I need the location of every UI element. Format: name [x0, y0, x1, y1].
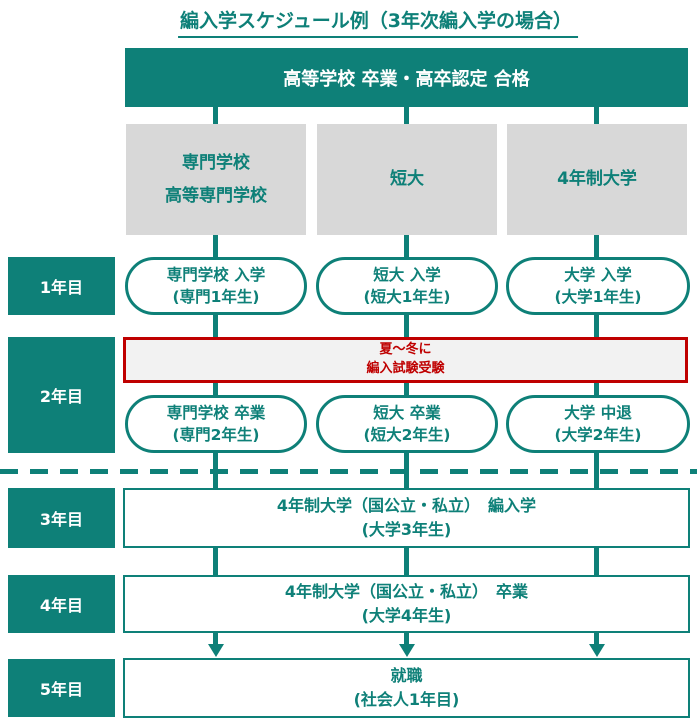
connector-line — [404, 383, 409, 395]
pill-senmon-sotsugyo: 専門学校 卒業 (専門2年生) — [125, 395, 307, 453]
connector-line — [594, 548, 599, 575]
year-label-4: 4年目 — [8, 575, 115, 633]
year4-graduation-box: 4年制大学（国公立・私立） 卒業 (大学4年生) — [123, 575, 690, 633]
track-label: 短大 — [390, 169, 424, 190]
dashed-separator — [0, 469, 697, 474]
top-box-label: 高等学校 卒業・高卒認定 合格 — [283, 68, 530, 90]
connector-line — [213, 633, 218, 646]
connector-line — [213, 383, 218, 395]
year-label-3: 3年目 — [8, 488, 115, 548]
pill-daigaku-nyugaku: 大学 入学 (大学1年生) — [506, 257, 690, 315]
pill-daigaku-chutai: 大学 中退 (大学2年生) — [506, 395, 690, 453]
connector-line — [594, 315, 599, 337]
connector-line — [213, 548, 218, 575]
year3-transfer-box: 4年制大学（国公立・私立） 編入学 (大学3年生) — [123, 488, 690, 548]
year-label-2: 2年目 — [8, 337, 115, 453]
down-arrow-icon — [399, 644, 415, 657]
pill-tandai-sotsugyo: 短大 卒業 (短大2年生) — [316, 395, 498, 453]
track-label: 専門学校 — [182, 153, 250, 174]
track-box-tandai: 短大 — [317, 124, 497, 235]
pill-senmon-nyugaku: 専門学校 入学 (専門1年生) — [125, 257, 307, 315]
connector-line — [404, 315, 409, 337]
track-box-senmon: 専門学校 高等専門学校 — [126, 124, 306, 235]
connector-line — [404, 548, 409, 575]
track-label: 高等専門学校 — [165, 185, 267, 206]
pill-tandai-nyugaku: 短大 入学 (短大1年生) — [316, 257, 498, 315]
down-arrow-icon — [589, 644, 605, 657]
connector-line — [594, 107, 599, 124]
top-box: 高等学校 卒業・高卒認定 合格 — [125, 48, 688, 107]
year-label-1: 1年目 — [8, 257, 115, 315]
year5-employment-box: 就職 (社会人1年目) — [123, 658, 690, 718]
connector-line — [404, 633, 409, 646]
connector-line — [213, 107, 218, 124]
connector-line — [404, 107, 409, 124]
page-title: 編入学スケジュール例（3年次編入学の場合） — [178, 6, 578, 38]
connector-line — [594, 383, 599, 395]
connector-line — [594, 633, 599, 646]
year-label-5: 5年目 — [8, 659, 115, 717]
exam-box: 夏～冬に 編入試験受験 — [123, 337, 688, 383]
track-label: 4年制大学 — [557, 169, 637, 190]
down-arrow-icon — [208, 644, 224, 657]
connector-line — [404, 235, 409, 257]
connector-line — [594, 235, 599, 257]
track-box-university: 4年制大学 — [507, 124, 687, 235]
connector-line — [213, 315, 218, 337]
connector-line — [213, 235, 218, 257]
